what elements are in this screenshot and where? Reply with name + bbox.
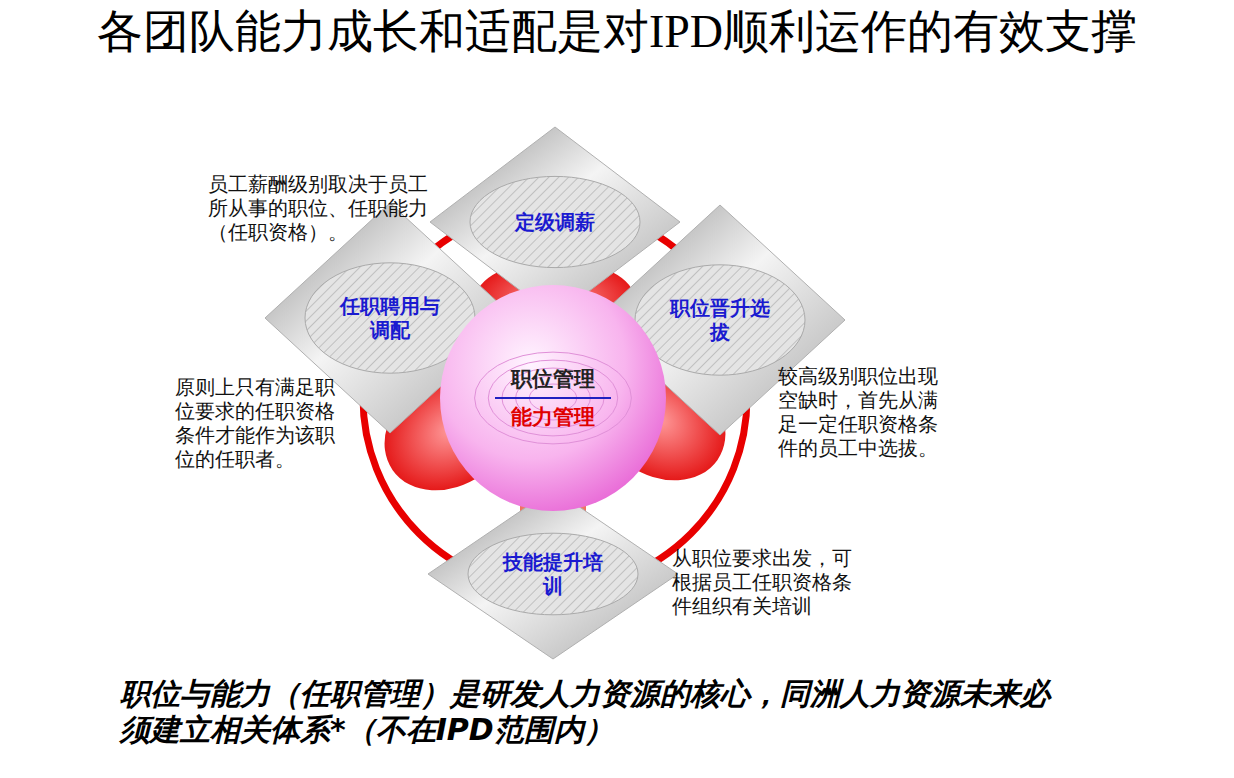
tile-label: 任职聘用与调配 bbox=[340, 294, 440, 342]
core-label: 职位管理 bbox=[488, 366, 618, 392]
callout-note: 较高级别职位出现空缺时，首先从满足一定任职资格条件的员工中选拔。 bbox=[778, 364, 948, 460]
tile-diamond bbox=[428, 489, 678, 659]
hatched-ellipse bbox=[635, 265, 805, 375]
tile-label: 定级调薪 bbox=[495, 210, 615, 234]
hatched-ellipse bbox=[468, 533, 638, 615]
core-sphere: 职位管理能力管理 bbox=[439, 284, 667, 512]
page-title: 各团队能力成长和适配是对IPD顺利运作的有效支撑 bbox=[67, 2, 1167, 62]
hatched-ellipse bbox=[470, 176, 640, 267]
diamond-tile: 技能提升培训 bbox=[428, 489, 678, 659]
pink-sphere bbox=[440, 285, 666, 511]
callout-note: 原则上只有满足职位要求的任职资格条件才能作为该职位的任职者。 bbox=[175, 375, 345, 471]
page-caption: 职位与能力（任职管理）是研发人力资源的核心，同洲人力资源未来必须建立相关体系*（… bbox=[120, 676, 1065, 748]
divider-line bbox=[495, 397, 611, 399]
tile-label: 职位晋升选拔 bbox=[670, 296, 770, 344]
core-label: 能力管理 bbox=[488, 404, 618, 430]
tile-label: 技能提升培训 bbox=[503, 550, 603, 598]
callout-note: 员工薪酬级别取决于员工所从事的职位、任职能力（任职资格）。 bbox=[208, 172, 440, 244]
sphere-shape bbox=[439, 284, 667, 512]
sphere-ring bbox=[475, 352, 632, 444]
callout-note: 从职位要求出发，可根据员工任职资格条件组织有关培训 bbox=[672, 546, 862, 618]
sphere-ring bbox=[488, 360, 617, 436]
